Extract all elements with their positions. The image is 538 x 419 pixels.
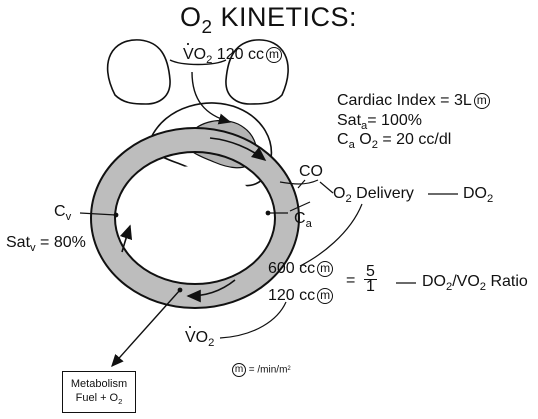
vo2-consumption-label: VO2 [185,329,214,347]
title: O2 KINETICS: [180,2,357,33]
metabolism-fuel: Fuel + O2 [63,391,135,406]
left-lung [108,40,170,104]
co-label: CO [299,163,323,181]
per-min-per-m2-symbol: m [266,47,282,63]
vo2-uptake-label: VO2 120 ccm [183,46,282,64]
metabolism-box: Metabolism Fuel + O2 [62,371,136,413]
flow-arrow-left [122,226,130,252]
do2-vo2-ratio-label: DO2/VO2 Ratio [422,273,528,291]
metabolism-arrow [112,290,180,366]
arterial-point [266,211,271,216]
vo2-bottom-curve [220,302,286,338]
venous-saturation-label: Satv = 80% [6,234,86,252]
unit-legend: m = /min/m2 [230,363,291,377]
arterial-content-label: Ca O2 = 20 cc/dl [337,131,451,149]
metabolism-title: Metabolism [63,377,135,391]
ratio-equals: = [346,272,355,290]
o2-delivery-label: O2 Delivery [333,185,414,203]
ca-label: Ca [294,210,312,228]
cv-label: Cv [54,203,71,221]
arterial-saturation-label: Sata= 100% [337,112,422,130]
do2-label: DO2 [463,185,493,203]
